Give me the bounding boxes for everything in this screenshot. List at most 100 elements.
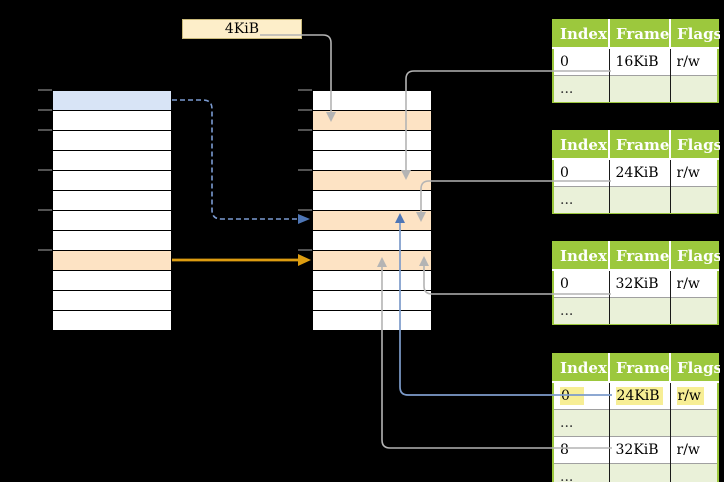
cell-text: ... (560, 192, 574, 208)
page-table-cell (608, 186, 670, 214)
cell-text: 24KiB (615, 165, 659, 181)
page-table-cell: ... (553, 186, 609, 214)
cell-text: 0 (560, 54, 569, 70)
cell-text: ... (560, 469, 574, 482)
physical-memory-table (312, 90, 432, 331)
memory-row-4 (53, 151, 171, 171)
page-table-cell: 24KiB (608, 382, 670, 410)
page-table-3-row: 0 32KiB r/w (553, 270, 718, 298)
column-header-index: Index (553, 354, 609, 383)
cell-text: ... (560, 81, 574, 97)
page-table-cell (669, 186, 718, 214)
column-header-index: Index (553, 242, 609, 271)
column-header-flags: Flags (669, 131, 720, 160)
memory-row-5 (53, 171, 171, 191)
page-table-cell: 0 (553, 270, 609, 298)
page-table-4-row: 8 32KiB r/w (553, 436, 718, 464)
page-table-2-row: 0 24KiB r/w (553, 159, 718, 187)
page-table-cell: r/w (669, 48, 718, 76)
memory-row-12 (313, 311, 431, 330)
memory-row-7 (53, 211, 171, 231)
page-table-cell (669, 463, 718, 482)
memory-row-8 (313, 231, 431, 251)
page-table-cell: 0 (553, 48, 609, 76)
page-table-4-row: 0 24KiB r/w (553, 382, 718, 410)
memory-row-3 (53, 131, 171, 151)
cell-text: ... (560, 303, 574, 319)
page-table-4-row: ... (553, 463, 718, 482)
memory-row-11 (53, 291, 171, 311)
arrow-virtual-to-physical-direct (172, 254, 311, 266)
page-table-cell: 24KiB (608, 159, 670, 187)
page-table-3-row: ... (553, 297, 718, 325)
memory-row-3 (313, 131, 431, 151)
column-header-index: Index (553, 20, 609, 49)
page-table-cell: 16KiB (608, 48, 670, 76)
page-table-cell (608, 409, 670, 437)
cell-text: ... (560, 415, 574, 431)
page-table-cell: 0 (553, 159, 609, 187)
cell-text: 8 (560, 442, 569, 458)
cell-text: r/w (676, 54, 700, 70)
page-table-cell: r/w (669, 270, 718, 298)
page-table-cell (669, 75, 718, 103)
memory-row-6 (313, 191, 431, 211)
page-table-cell (608, 297, 670, 325)
page-table-cell: ... (553, 297, 609, 325)
column-header-frame: Frame (608, 20, 670, 49)
arrow-virtual-translation-dashed (172, 99, 310, 224)
cell-text: 24KiB (615, 387, 663, 405)
column-header-frame: Frame (608, 242, 670, 271)
column-header-index: Index (553, 131, 609, 160)
page-table-cell: r/w (669, 382, 718, 410)
column-header-flags: Flags (669, 242, 720, 271)
page-table-cell: r/w (669, 159, 718, 187)
page-table-cell: ... (553, 75, 609, 103)
page-table-4-row: ... (553, 409, 718, 437)
page-table-cell: ... (553, 463, 609, 482)
page-table-cell (608, 463, 670, 482)
memory-row-1 (313, 91, 431, 111)
cell-text: r/w (676, 442, 700, 458)
cell-text: r/w (676, 276, 700, 292)
memory-row-7 (313, 211, 431, 231)
page-table-cell: 8 (553, 436, 609, 464)
cell-text: r/w (676, 387, 704, 405)
memory-row-9 (53, 251, 171, 271)
page-table-cell: r/w (669, 436, 718, 464)
page-table-cell (669, 409, 718, 437)
page-table-cell: 0 (553, 382, 609, 410)
page-size-label: 4KiB (182, 19, 302, 39)
memory-row-2 (53, 111, 171, 131)
cell-text: 16KiB (615, 54, 659, 70)
column-header-frame: Frame (608, 354, 670, 383)
memory-row-11 (313, 291, 431, 311)
page-table-cell (669, 297, 718, 325)
cell-text: 0 (560, 165, 569, 181)
memory-row-9 (313, 251, 431, 271)
memory-row-4 (313, 151, 431, 171)
cell-text: 32KiB (615, 442, 659, 458)
column-header-flags: Flags (669, 354, 720, 383)
page-table-2-row: ... (553, 186, 718, 214)
column-header-frame: Frame (608, 131, 670, 160)
memory-row-5 (313, 171, 431, 191)
cell-text: 32KiB (615, 276, 659, 292)
memory-row-10 (53, 271, 171, 291)
cell-text: 0 (560, 387, 584, 405)
page-table-cell (608, 75, 670, 103)
memory-row-12 (53, 311, 171, 330)
column-header-flags: Flags (669, 20, 720, 49)
